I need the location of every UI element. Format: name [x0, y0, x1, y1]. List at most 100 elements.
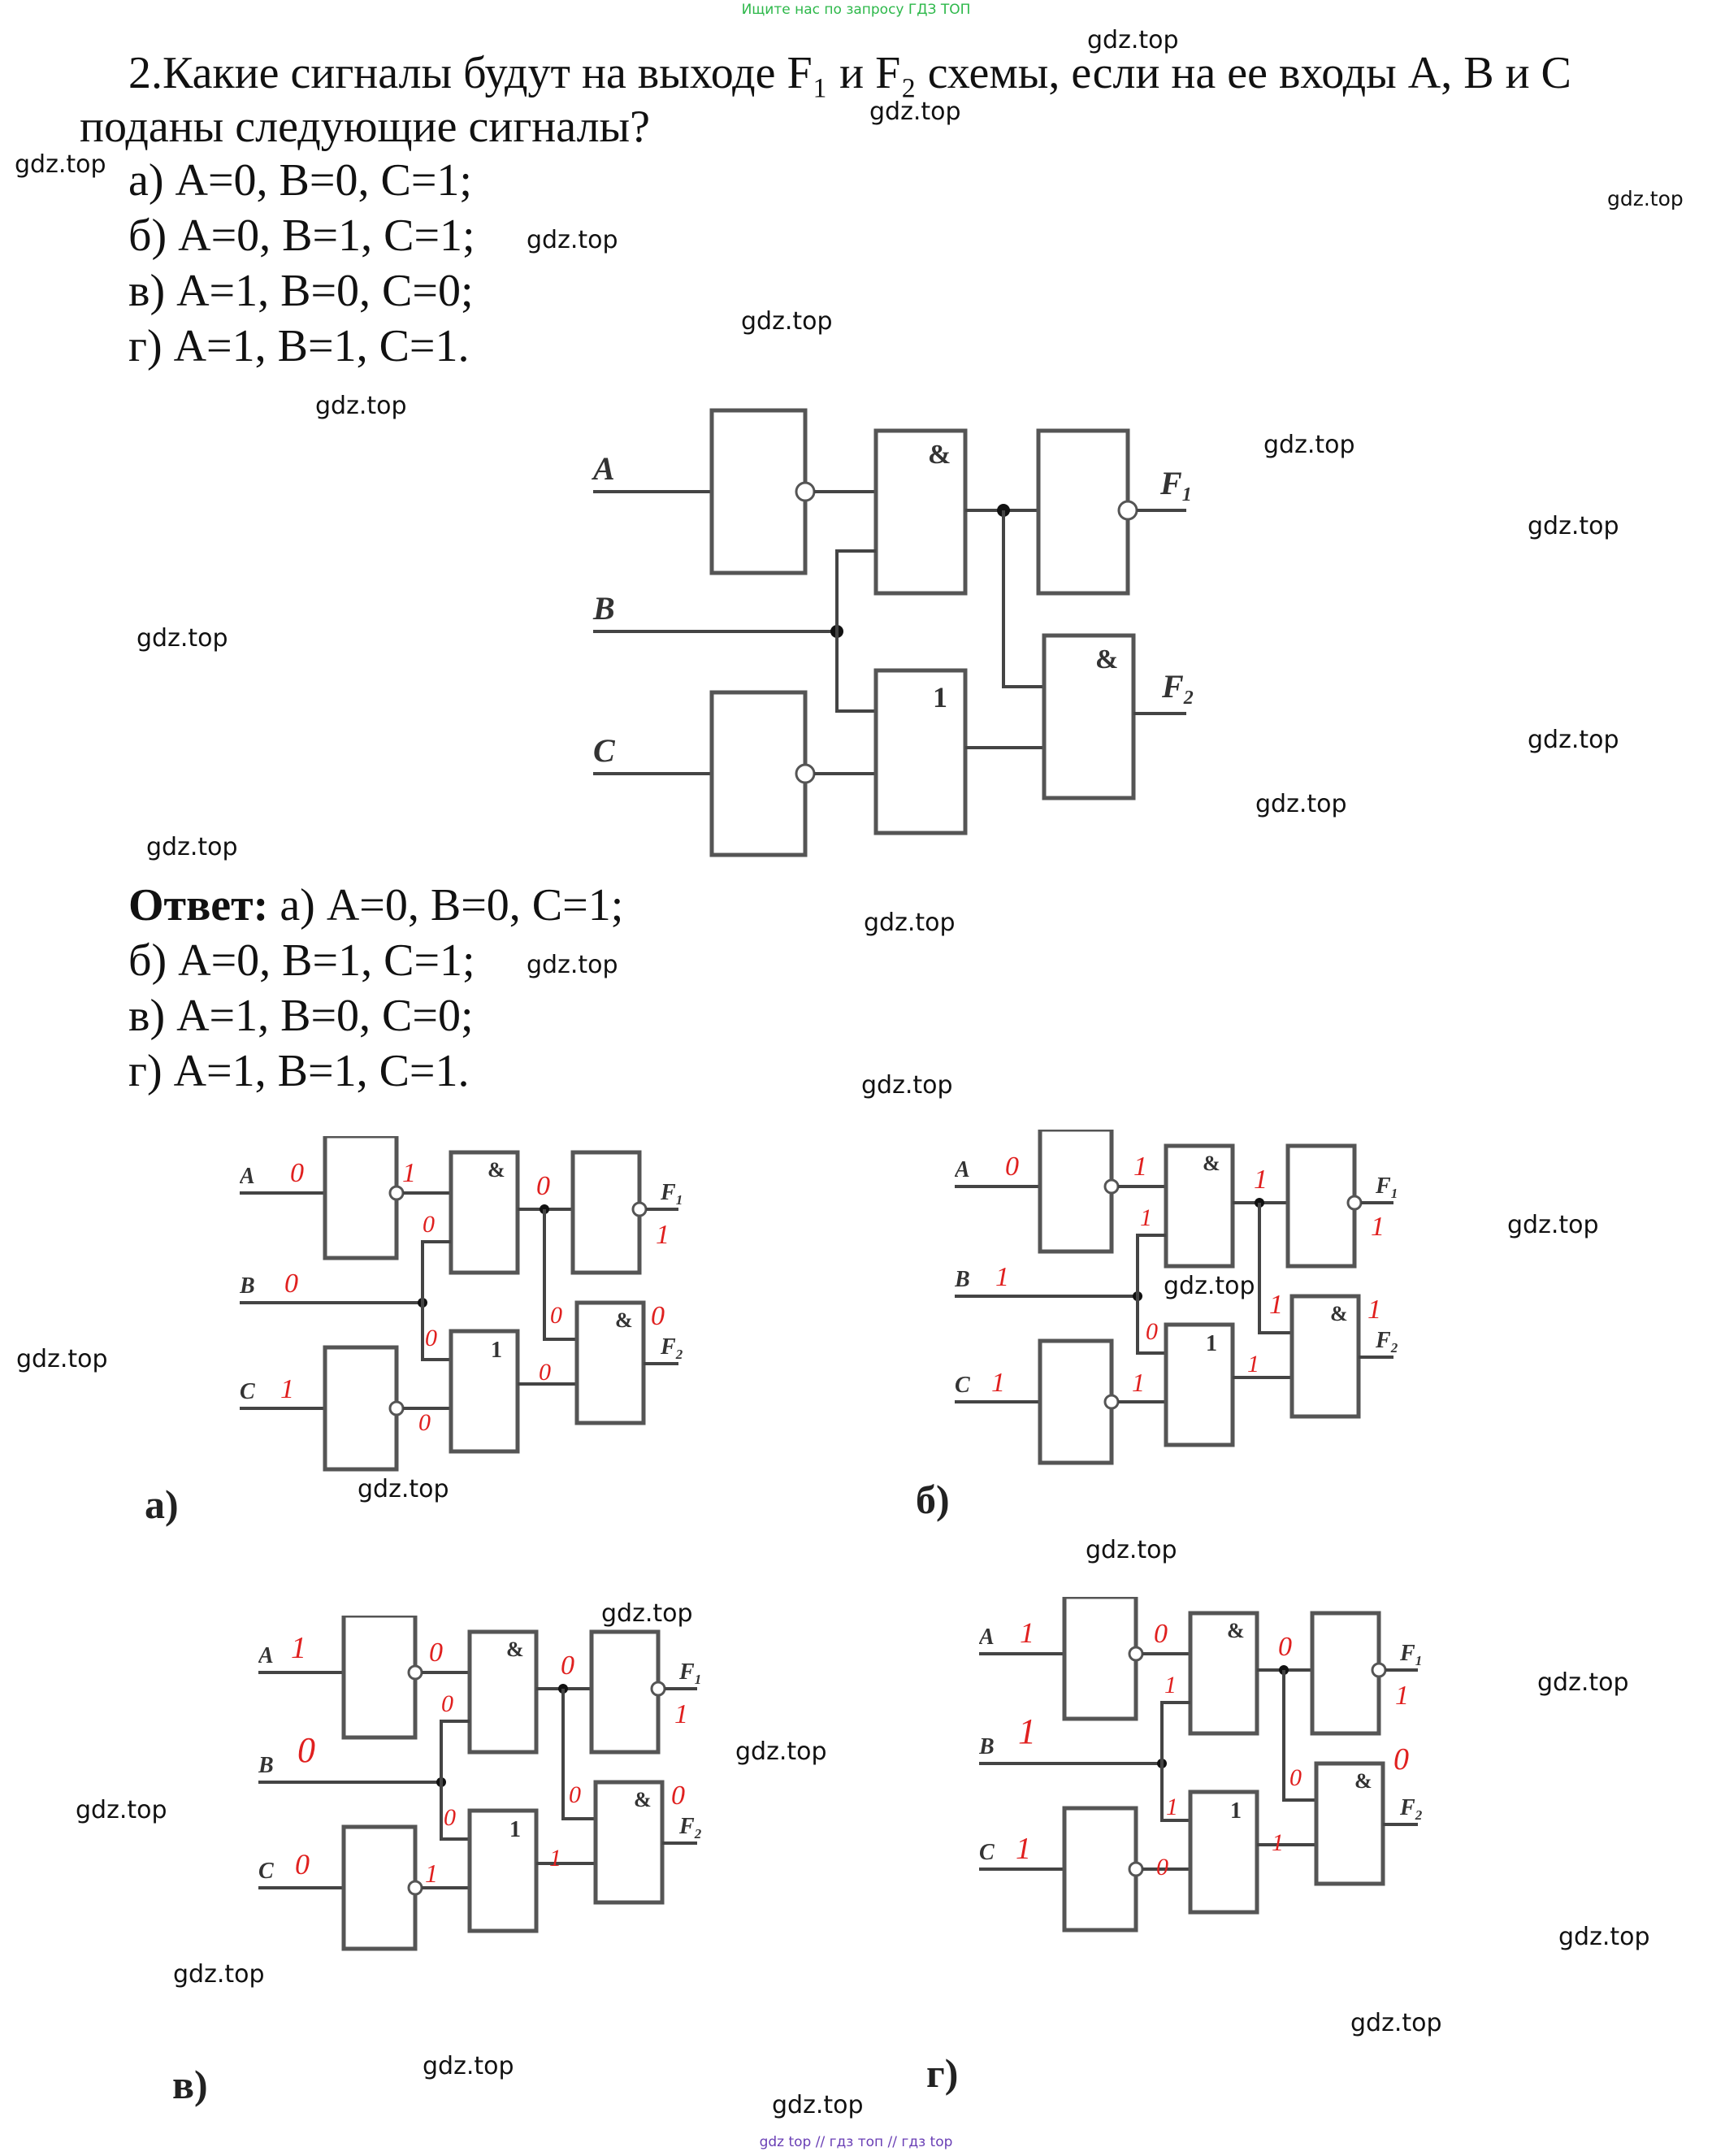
variant-v-val-b-or: 0 [444, 1804, 456, 1831]
variant-a-val-a: 0 [290, 1158, 304, 1188]
variant-v-circuit [258, 1616, 702, 1949]
variant-g-caption: г) [926, 2050, 959, 2096]
answer-option-v: в) A=1, B=0, C=0; [128, 991, 474, 1041]
watermark[interactable]: gdz.top [1087, 26, 1179, 54]
not-gate-a [709, 408, 808, 575]
wire-and-to-and2 [1002, 510, 1044, 688]
question-option-b: б) A=0, B=1, C=1; [128, 210, 475, 261]
variant-a-val-c: 1 [280, 1374, 294, 1404]
variant-a-diagram: 0 0 1 1 0 0 0 0 0 0 1 0 [240, 1136, 695, 1477]
watermark[interactable]: gdz.top [423, 2052, 514, 2080]
variant-g-val-c: 1 [1016, 1832, 1031, 1866]
question-option-a: а) A=0, B=0, C=1; [128, 155, 472, 206]
watermark[interactable]: gdz.top [527, 226, 618, 254]
variant-a-val-f1: 1 [656, 1220, 670, 1250]
variant-v-val-f2: 0 [671, 1781, 685, 1811]
variant-g-val-f2: 0 [1393, 1742, 1409, 1776]
top-banner[interactable]: Ищите нас по запросу ГДЗ ТОП [741, 2, 971, 18]
bottom-banner[interactable]: gdz top // гдз топ // гдз top [759, 2134, 953, 2150]
variant-v-val-nota: 0 [429, 1638, 443, 1668]
variant-a-val-or-out: 0 [539, 1359, 551, 1386]
variant-a-val-nota: 1 [402, 1158, 416, 1188]
watermark[interactable]: gdz.top [1537, 1668, 1629, 1697]
variant-v-val-or-out: 1 [549, 1845, 561, 1872]
watermark[interactable]: gdz.top [16, 1345, 108, 1373]
not-gate-c [709, 690, 808, 857]
watermark[interactable]: gdz.top [1164, 1272, 1255, 1300]
variant-b-val-f2: 1 [1367, 1295, 1381, 1325]
watermark[interactable]: gdz.top [1528, 512, 1619, 540]
watermark[interactable]: gdz.top [358, 1475, 449, 1503]
or-gate-symbol: 1 [933, 681, 947, 714]
variant-b-diagram: 0 1 1 1 1 0 1 1 1 1 1 1 [955, 1130, 1410, 1471]
variant-g-val-and-branch: 0 [1289, 1764, 1302, 1791]
watermark[interactable]: gdz.top [1086, 1536, 1177, 1564]
variant-b-val-c: 1 [991, 1368, 1005, 1398]
variant-g-val-or-out: 1 [1272, 1829, 1284, 1856]
label-a: A [591, 450, 615, 487]
variant-v-val-b-and: 0 [441, 1690, 453, 1717]
variant-g-val-b-or: 1 [1166, 1794, 1178, 1820]
watermark[interactable]: gdz.top [869, 98, 961, 126]
variant-v-val-f1: 1 [674, 1699, 688, 1729]
variant-a-val-b-and: 0 [423, 1211, 435, 1238]
variant-b-val-or-out: 1 [1247, 1351, 1259, 1377]
variant-b-val-notc: 1 [1132, 1368, 1145, 1397]
variant-g-val-a: 1 [1020, 1616, 1034, 1649]
watermark[interactable]: gdz.top [137, 624, 228, 653]
watermark[interactable]: gdz.top [861, 1071, 953, 1100]
variant-a-val-f2: 0 [651, 1301, 665, 1331]
variant-a-val-and-branch: 0 [550, 1302, 562, 1329]
variant-v-val-and-out: 0 [561, 1651, 574, 1681]
variant-a-caption: а) [145, 1481, 179, 1527]
variant-v-val-notc: 1 [425, 1859, 438, 1888]
watermark[interactable]: gdz.top [146, 833, 238, 861]
watermark[interactable]: gdz.top [741, 307, 833, 336]
answer-label: Ответ: [128, 880, 269, 931]
watermark[interactable]: gdz.top [1528, 726, 1619, 754]
variant-b-val-a: 0 [1005, 1152, 1019, 1182]
variant-a-val-b-or: 0 [425, 1325, 437, 1351]
variant-a-val-notc: 0 [418, 1409, 431, 1436]
watermark[interactable]: gdz.top [601, 1599, 693, 1628]
watermark[interactable]: gdz.top [1350, 2009, 1442, 2037]
watermark[interactable]: gdz.top [772, 2091, 864, 2119]
variant-v-val-a: 1 [291, 1631, 306, 1665]
watermark[interactable]: gdz.top [1507, 1211, 1599, 1239]
answer-option-a: а) A=0, B=0, C=1; [268, 880, 624, 931]
not-gate-f1 [1036, 428, 1130, 596]
watermark[interactable]: gdz.top [1255, 790, 1347, 818]
variant-b-val-and-out: 1 [1254, 1165, 1268, 1195]
watermark[interactable]: gdz.top [864, 909, 956, 937]
watermark[interactable]: gdz.top [1263, 431, 1355, 459]
watermark[interactable]: gdz.top [1558, 1923, 1650, 1951]
not-bubble-f1 [1117, 500, 1138, 521]
watermark[interactable]: gdz.top [1607, 187, 1684, 210]
variant-b-val-b-and: 1 [1140, 1204, 1152, 1231]
watermark[interactable]: gdz.top [527, 951, 618, 979]
variant-g-val-nota: 0 [1154, 1619, 1168, 1649]
watermark[interactable]: gdz.top [735, 1737, 827, 1766]
and-gate-1-symbol: & [928, 440, 951, 470]
variant-b-val-f1: 1 [1371, 1212, 1385, 1242]
variant-b-val-b-or: 0 [1146, 1318, 1158, 1345]
question-line-2: поданы следующие сигналы? [80, 102, 651, 152]
variant-g-val-f1: 1 [1395, 1681, 1409, 1711]
variant-b-val-b: 1 [995, 1262, 1009, 1292]
answer-line-a: Ответ: а) A=0, B=0, C=1; [128, 879, 623, 931]
variant-a-circuit [240, 1136, 683, 1469]
variant-g-circuit [979, 1597, 1423, 1930]
wire-b-branch [835, 549, 876, 713]
watermark[interactable]: gdz.top [15, 150, 106, 179]
variant-a-val-and-out: 0 [536, 1171, 550, 1201]
not-bubble-a [795, 481, 816, 502]
and-gate-2-symbol: & [1095, 644, 1118, 675]
variant-v-diagram: 1 0 0 0 0 1 0 1 0 0 1 0 [258, 1616, 713, 1957]
watermark[interactable]: gdz.top [173, 1960, 265, 1989]
watermark[interactable]: gdz.top [76, 1796, 167, 1824]
watermark[interactable]: gdz.top [315, 392, 407, 420]
question-option-g: г) A=1, B=1, C=1. [128, 321, 470, 371]
not-bubble-c [795, 763, 816, 784]
variant-v-val-c: 0 [295, 1848, 310, 1881]
